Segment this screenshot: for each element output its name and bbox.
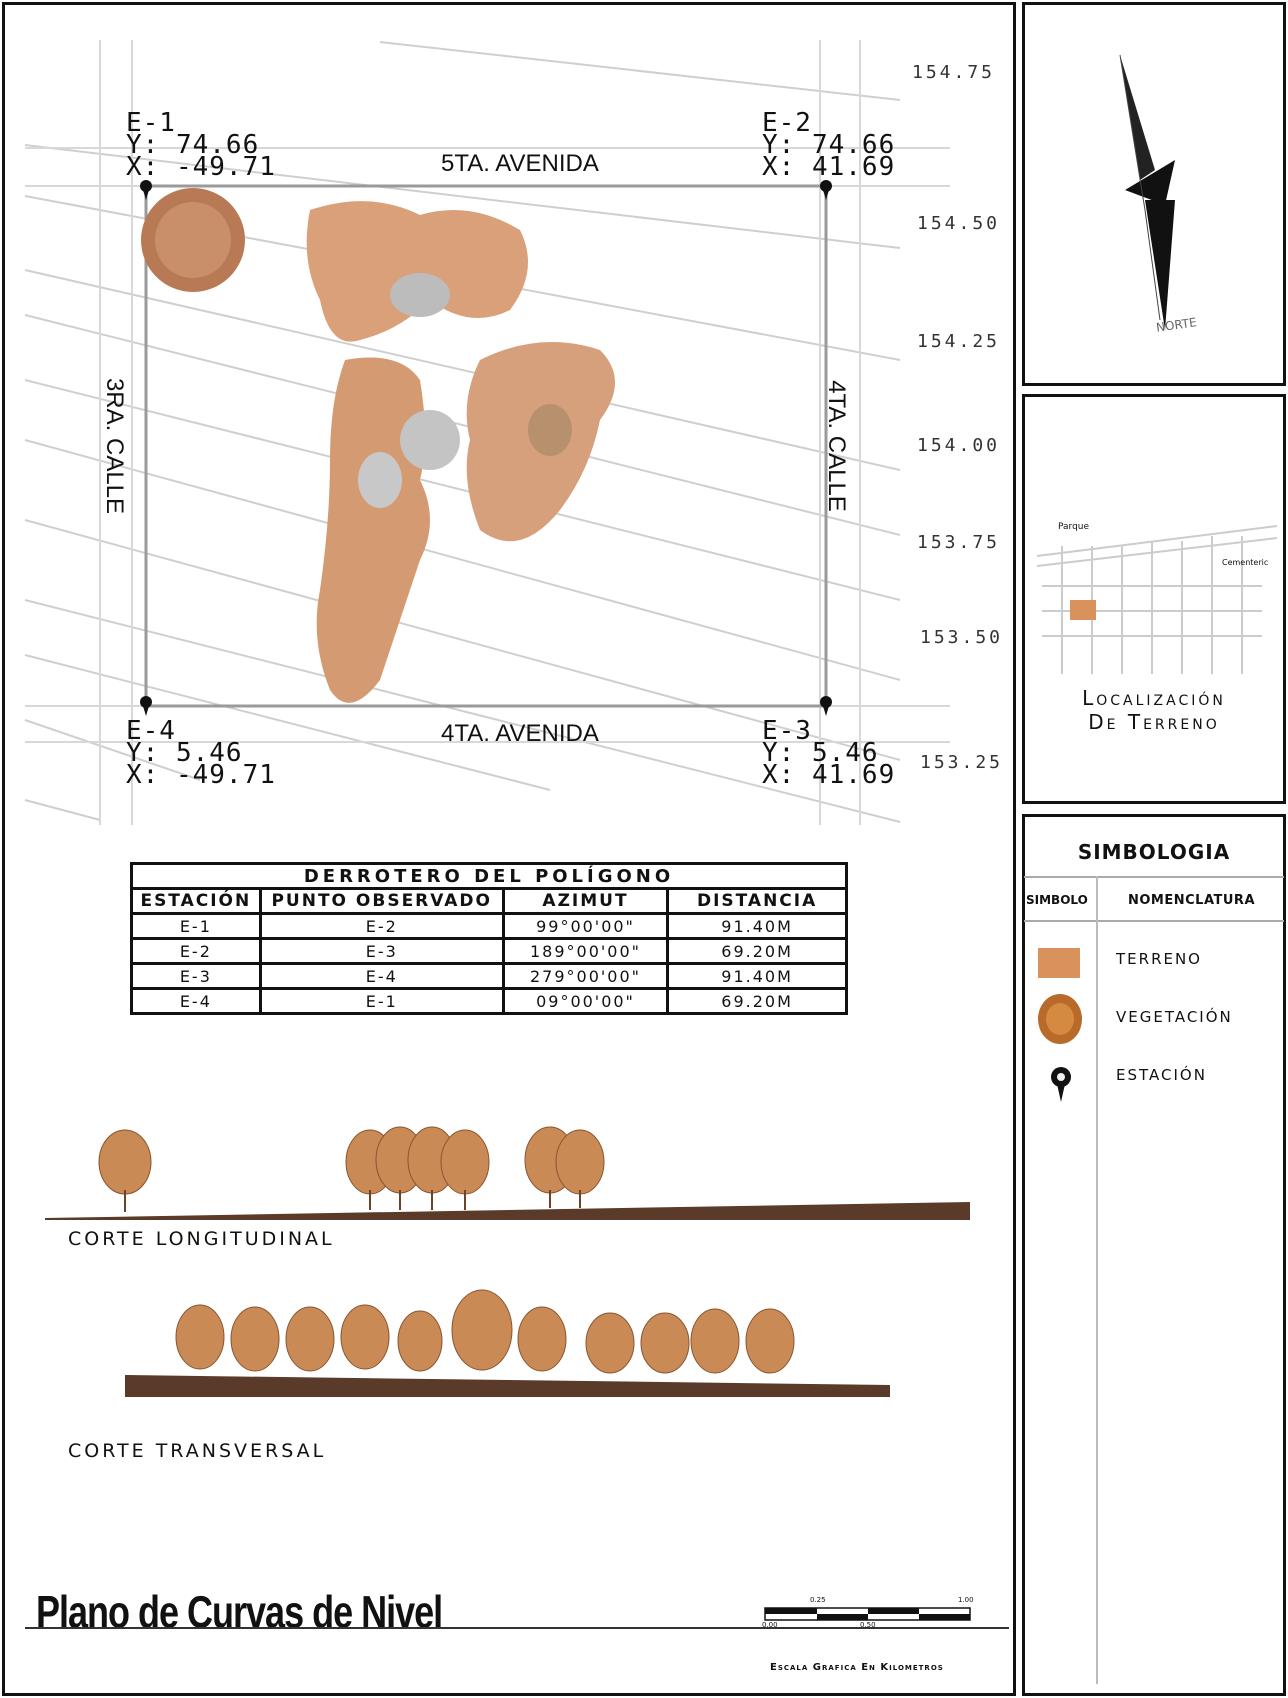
legend-header-symbol: SIMBOLO <box>1026 893 1088 907</box>
location-title-line2: De Terreno <box>1088 710 1220 734</box>
scale-tick-label: 0.00 <box>762 1621 778 1629</box>
route-cell: 99°00'00" <box>501 912 670 940</box>
legend-panel <box>1022 814 1286 1696</box>
street-label-left: 3RA. CALLE <box>101 377 129 515</box>
route-cell: 09°00'00" <box>501 987 670 1015</box>
station-pins <box>140 180 832 716</box>
longitudinal-section-drawing <box>45 1126 970 1220</box>
elevation-label: 154.50 <box>917 213 1001 234</box>
route-cell: E-2 <box>258 912 505 940</box>
route-table-title: DERROTERO DEL POLÍGONO <box>130 862 848 890</box>
route-header-observed: PUNTO OBSERVADO <box>258 887 505 915</box>
route-cell: E-3 <box>130 962 262 990</box>
location-title-line1: Localización <box>1082 686 1226 710</box>
property-polygon <box>144 184 828 708</box>
elevation-label: 154.00 <box>917 435 1001 456</box>
legend-header-nomenclature: NOMENCLATURA <box>1128 893 1255 908</box>
street-label-bottom: 4TA. AVENIDA <box>441 720 599 747</box>
scale-tick-label: 0.50 <box>860 1621 876 1629</box>
location-panel <box>1022 394 1286 804</box>
route-cell: E-4 <box>258 962 505 990</box>
scale-tick-label: 0.25 <box>810 1596 826 1604</box>
site-plan <box>24 40 950 825</box>
graphic-scale-bar <box>764 1607 971 1621</box>
route-cell: 279°00'00" <box>501 962 670 990</box>
station-pin-e4 <box>140 696 152 716</box>
contour-lines <box>24 41 901 823</box>
map-label-park: Parque <box>1058 522 1090 532</box>
transversal-section-drawing <box>125 1289 890 1397</box>
scale-tick-label: 1.00 <box>958 1596 974 1604</box>
station-pin-e3 <box>820 696 832 716</box>
north-arrow-panel <box>1022 2 1286 386</box>
station-pin-e1 <box>140 180 152 200</box>
street-label-right: 4TA. CALLE <box>822 380 850 512</box>
elevation-label: 154.25 <box>917 331 1001 352</box>
route-cell: 69.20M <box>666 987 848 1015</box>
legend-label-station: ESTACIÓN <box>1116 1066 1207 1084</box>
vegetation-masses <box>141 188 615 703</box>
route-header-station: ESTACIÓN <box>130 887 262 915</box>
table-row: E-2 E-3 189°00'00" 69.20M <box>130 937 848 965</box>
route-cell: E-2 <box>130 937 262 965</box>
longitudinal-section-label: CORTE LONGITUDINAL <box>68 1228 335 1250</box>
route-cell: 91.40M <box>666 962 848 990</box>
route-cell: 69.20M <box>666 937 848 965</box>
street-label-top: 5TA. AVENIDA <box>441 150 599 177</box>
scale-caption: Escala Grafica En Kilometros <box>770 1662 944 1673</box>
transversal-section-label: CORTE TRANSVERSAL <box>68 1440 327 1462</box>
legend-header-divider <box>1024 920 1284 922</box>
location-title: Localización De Terreno <box>1024 686 1284 734</box>
station-pin-icon <box>1051 1067 1071 1102</box>
station-pin-e2 <box>820 180 832 200</box>
elevation-label: 154.75 <box>912 62 996 83</box>
route-table: DERROTERO DEL POLÍGONO ESTACIÓN PUNTO OB… <box>130 862 848 1015</box>
terrain-swatch-icon <box>1038 948 1080 978</box>
legend-title: SIMBOLOGIA <box>1077 840 1231 864</box>
legend-column-divider <box>1096 876 1098 1684</box>
route-cell: 189°00'00" <box>501 937 670 965</box>
route-header-azimuth: AZIMUT <box>501 887 670 915</box>
title-underline <box>25 1627 1009 1629</box>
elevation-label: 153.25 <box>920 752 1004 773</box>
table-row: E-1 E-2 99°00'00" 91.40M <box>130 912 848 940</box>
legend-label-terrain: TERRENO <box>1116 950 1202 968</box>
route-cell: E-3 <box>258 937 505 965</box>
elevation-label: 153.50 <box>920 627 1004 648</box>
route-cell: E-1 <box>130 912 262 940</box>
location-map <box>1036 525 1278 674</box>
table-row: E-4 E-1 09°00'00" 69.20M <box>130 987 848 1015</box>
terrain-location-marker <box>1070 600 1096 620</box>
elevation-label: 153.75 <box>917 532 1001 553</box>
north-arrow-icon <box>1119 54 1175 330</box>
vegetation-icon <box>1038 994 1082 1044</box>
route-cell: E-4 <box>130 987 262 1015</box>
drawing-title: Plano de Curvas de Nivel <box>36 1586 443 1638</box>
route-cell: E-1 <box>258 987 505 1015</box>
route-cell: 91.40M <box>666 912 848 940</box>
legend-label-vegetation: VEGETACIÓN <box>1116 1008 1233 1026</box>
map-label-cemetery: Cementeric <box>1222 558 1269 567</box>
legend-header-divider <box>1024 876 1284 878</box>
main-sheet-frame <box>2 2 1016 1696</box>
table-row: E-3 E-4 279°00'00" 91.40M <box>130 962 848 990</box>
route-header-distance: DISTANCIA <box>666 887 848 915</box>
